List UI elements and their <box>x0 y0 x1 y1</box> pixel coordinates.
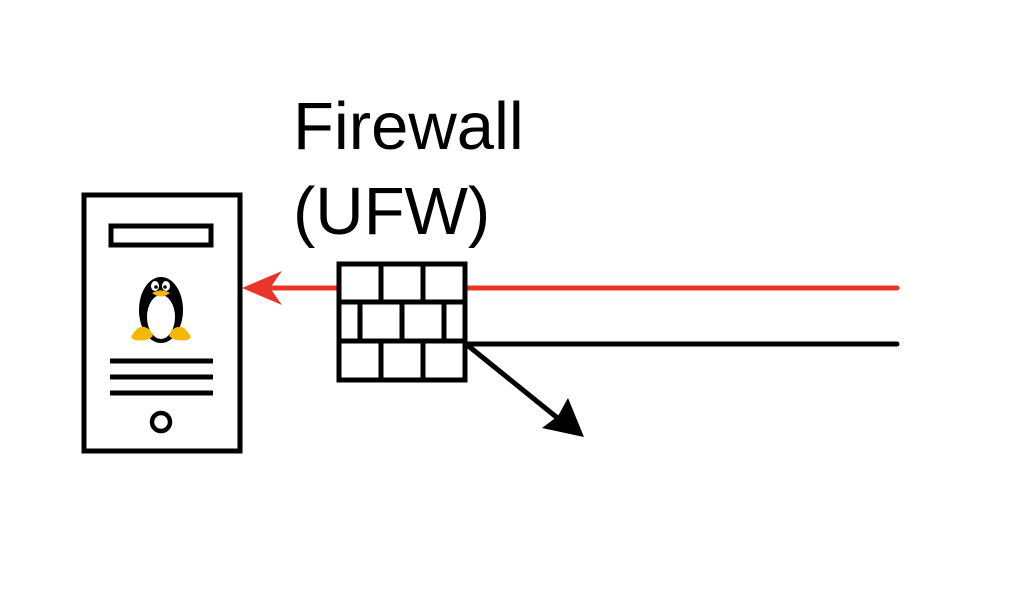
wall-outline <box>336 261 468 383</box>
penguin-foot-right <box>169 326 191 341</box>
allowed-traffic-arrowhead <box>242 271 282 305</box>
brick-wall-icon <box>336 261 468 383</box>
firewall-label-line-1: Firewall <box>293 89 524 164</box>
penguin-pupil-right <box>163 285 167 289</box>
server-tower-icon <box>81 192 243 454</box>
penguin-foot-left <box>131 326 153 341</box>
deflected-traffic-arrowhead <box>542 398 584 437</box>
deflected-traffic-line <box>463 341 563 423</box>
penguin-beak <box>152 290 170 297</box>
blocked-traffic-arrow <box>463 341 900 437</box>
server-drive-bay <box>108 223 214 248</box>
penguin-belly <box>147 295 175 339</box>
firewall-label-line-2: (UFW) <box>293 174 491 249</box>
server-power-button <box>149 410 173 434</box>
penguin-pupil-left <box>154 285 158 289</box>
linux-penguin-icon <box>131 277 191 343</box>
